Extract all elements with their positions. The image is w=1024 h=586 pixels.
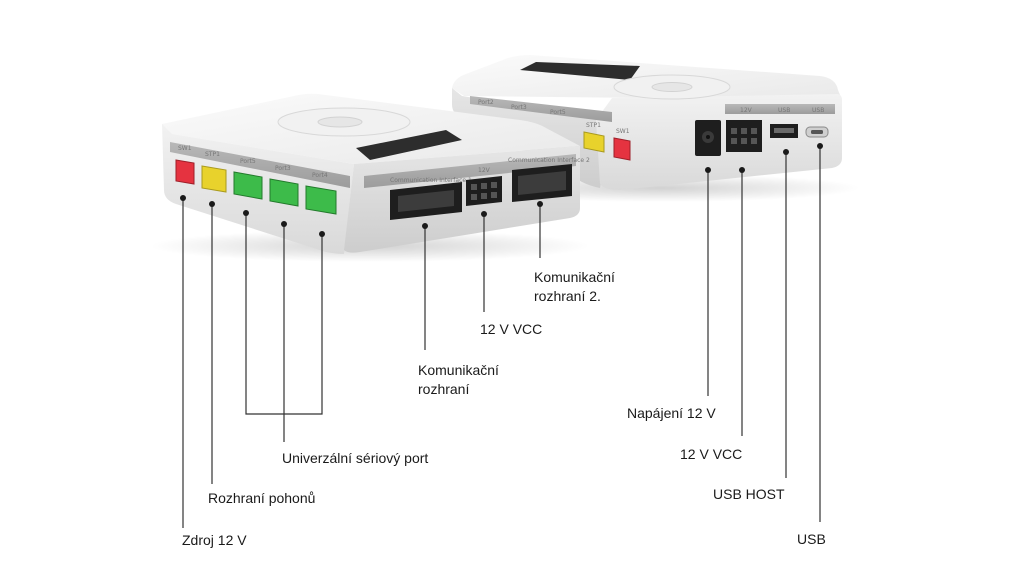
callout-dots <box>180 143 823 237</box>
label-komunikacni-1-line2: rozhraní <box>418 381 470 397</box>
label-vcc-back: 12 V VCC <box>680 446 743 462</box>
front-label-sw1: SW1 <box>178 145 192 152</box>
front-label-12v: 12V <box>478 167 491 174</box>
front-label-stp1: STP1 <box>205 151 220 158</box>
front-connector-12v <box>466 176 502 206</box>
back-label-usb-host: USB <box>778 107 790 114</box>
label-komunikacni-1: Komunikační rozhraní <box>418 361 499 399</box>
front-connector-green-port5 <box>233 171 263 200</box>
back-connector-red <box>613 137 631 161</box>
front-connector-comm2 <box>512 164 572 202</box>
label-zdroj: Zdroj 12 V <box>182 532 247 548</box>
front-connector-comm1 <box>390 182 462 220</box>
back-label-12v: 12V <box>740 107 753 114</box>
label-napajeni: Napájení 12 V <box>627 405 716 421</box>
label-usb-host: USB HOST <box>713 486 785 502</box>
back-connector-yellow <box>583 131 605 153</box>
back-label-usb: USB <box>812 107 824 114</box>
back-dc-jack <box>695 120 721 156</box>
front-label-port3: Port3 <box>275 165 291 172</box>
front-connector-red-sw1 <box>175 159 195 185</box>
back-usb-host-port <box>770 124 798 138</box>
back-label-port3: Port3 <box>511 104 527 111</box>
front-label-port5: Port5 <box>240 158 256 165</box>
front-display <box>356 130 462 160</box>
back-usb-port <box>805 126 829 138</box>
back-label-stp1: STP1 <box>586 122 601 129</box>
device-front: SW1 STP1 Port5 Port3 Port4 Communication… <box>150 93 590 262</box>
label-komunikacni-2: Komunikační rozhraní 2. <box>534 268 615 306</box>
callout-lines <box>182 146 821 528</box>
label-vcc-front: 12 V VCC <box>480 321 543 337</box>
back-label-port5: Port5 <box>550 109 566 116</box>
front-connector-yellow-stp1 <box>201 165 227 193</box>
label-komunikacni-1-line1: Komunikační <box>418 362 499 378</box>
back-display <box>520 62 640 80</box>
back-label-sw1: SW1 <box>616 128 630 135</box>
back-label-port2: Port2 <box>478 99 494 106</box>
label-komunikacni-2-line2: rozhraní 2. <box>534 288 601 304</box>
front-connector-green-port3 <box>269 178 299 207</box>
label-rozhrani-pohonu: Rozhraní pohonů <box>208 490 316 506</box>
front-label-comm2: Communication Interface 2 <box>508 157 590 164</box>
label-komunikacni-2-line1: Komunikační <box>534 269 615 285</box>
front-label-comm1: Communication Interface 1 <box>390 177 472 184</box>
front-connector-green-port4 <box>305 185 337 215</box>
back-12v-connector <box>726 120 762 152</box>
label-usb: USB <box>797 531 826 547</box>
front-label-port4: Port4 <box>312 172 328 179</box>
label-univerzalni-port: Univerzální sériový port <box>282 450 429 466</box>
